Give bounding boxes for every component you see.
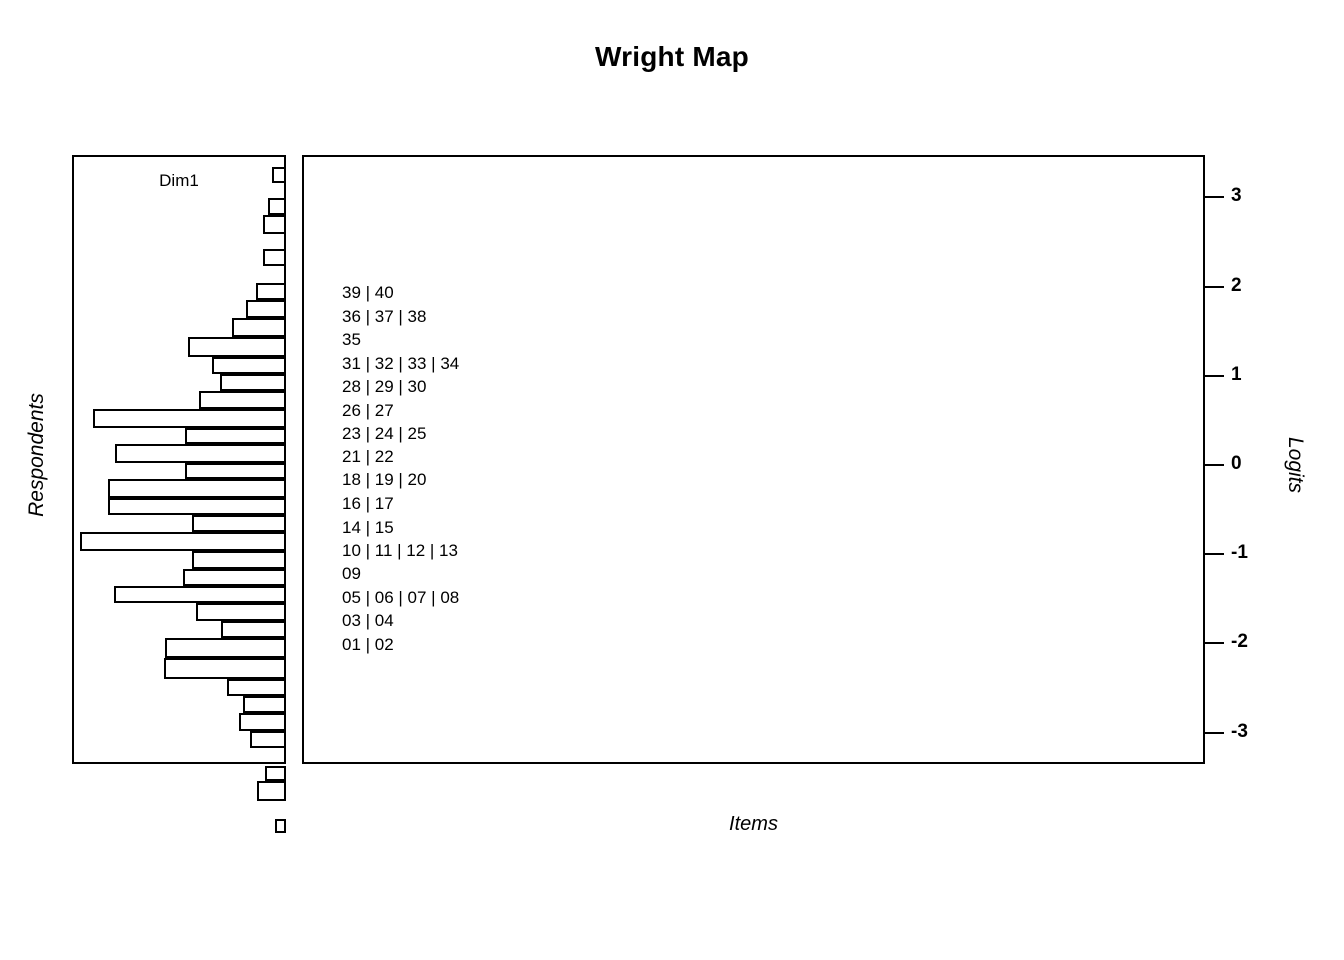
item-row: 35 — [342, 330, 361, 350]
histogram-bar — [265, 766, 286, 781]
histogram-bar — [263, 215, 286, 234]
histogram-bar — [257, 781, 286, 801]
axis-tick-label: 1 — [1231, 363, 1242, 385]
histogram-bar — [183, 569, 286, 586]
item-row: 03 | 04 — [342, 611, 394, 631]
item-row: 01 | 02 — [342, 634, 394, 654]
axis-tick-mark — [1205, 196, 1224, 199]
item-row: 16 | 17 — [342, 494, 394, 514]
axis-tick-mark — [1205, 285, 1224, 288]
item-row-list: 39 | 40 36 | 37 | 38 35 31 | 32 | 33 | 34 28… — [302, 155, 1205, 764]
histogram-bar — [220, 374, 286, 391]
axis-tick-mark — [1205, 553, 1224, 556]
axis-tick-mark — [1205, 464, 1224, 466]
histogram-bar — [114, 586, 286, 603]
histogram-bar — [108, 498, 286, 515]
item-row: 39 | 40 — [342, 283, 394, 303]
histogram-bar — [239, 713, 286, 731]
items-axis-title: Items — [729, 813, 778, 835]
axis-tick-label: -2 — [1231, 631, 1248, 653]
histogram-bar — [188, 337, 286, 357]
histogram-bar — [243, 696, 286, 713]
histogram-bar — [212, 357, 286, 374]
logits-axis: 3 2 1 0 -1 -2 -3 — [1205, 155, 1344, 764]
histogram-bar — [80, 532, 286, 551]
item-row: 18 | 19 | 20 — [342, 470, 427, 490]
axis-tick-label: -1 — [1231, 542, 1248, 564]
item-row: 28 | 29 | 30 — [342, 376, 427, 396]
histogram-bar — [185, 463, 286, 479]
histogram-bar — [165, 638, 286, 658]
item-row: 26 | 27 — [342, 400, 394, 420]
item-row: 31 | 32 | 33 | 34 — [342, 353, 460, 373]
logits-axis-title: Logits — [1284, 436, 1307, 494]
histogram-bar — [115, 444, 286, 463]
histogram-bar — [256, 283, 286, 300]
histogram-bar — [272, 167, 286, 183]
histogram-bar — [192, 551, 286, 569]
page-title: Wright Map — [595, 41, 749, 72]
axis-tick-label: 0 — [1231, 453, 1242, 474]
histogram-bar — [108, 479, 286, 498]
item-row: 10 | 11 | 12 | 13 — [342, 540, 458, 560]
item-row: 36 | 37 | 38 — [342, 307, 427, 327]
respondents-axis-title: Respondents — [25, 393, 48, 517]
item-row: 05 | 06 | 07 | 08 — [342, 588, 460, 608]
axis-tick-label: 2 — [1231, 274, 1242, 296]
histogram-bar — [232, 318, 286, 337]
histogram-bar — [185, 428, 286, 444]
histogram-bar — [263, 249, 286, 266]
histogram-bar — [250, 731, 286, 748]
axis-tick-mark — [1205, 731, 1224, 734]
histogram-bar — [275, 819, 286, 833]
item-row: 23 | 24 | 25 — [342, 423, 427, 443]
axis-tick-mark — [1205, 642, 1224, 645]
item-map-panel — [302, 155, 1205, 764]
item-row: 14 | 15 — [342, 517, 394, 537]
item-row: 09 — [342, 564, 361, 584]
histogram-bar — [196, 603, 286, 621]
histogram-bar — [268, 198, 286, 215]
item-row: 21 | 22 — [342, 447, 394, 467]
histogram-bar — [192, 515, 286, 532]
axis-tick-label: 3 — [1231, 185, 1242, 207]
axis-tick-mark — [1205, 374, 1224, 377]
histogram-bar — [246, 300, 286, 318]
histogram-bar — [93, 409, 286, 428]
histogram-bar — [221, 621, 286, 638]
dimension-label: Dim1 — [159, 171, 199, 190]
axis-tick-label: -3 — [1231, 720, 1248, 742]
histogram-bar — [227, 679, 286, 696]
respondent-histogram-bars — [72, 155, 286, 833]
histogram-bar — [164, 658, 286, 679]
histogram-bar — [199, 391, 286, 409]
